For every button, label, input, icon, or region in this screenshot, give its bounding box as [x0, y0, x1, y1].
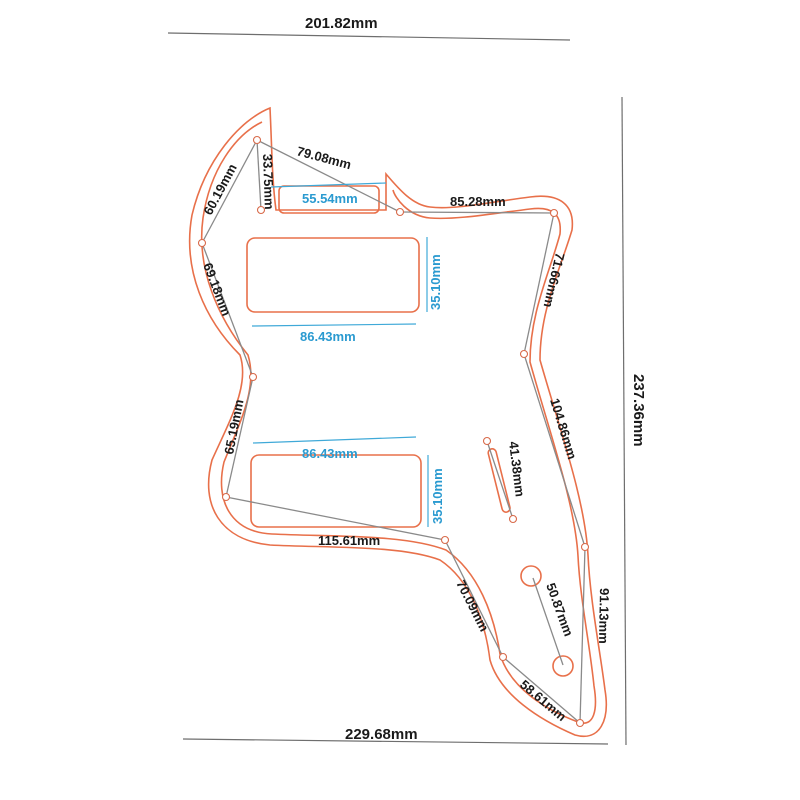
edge-label-9: 115.61mm	[318, 533, 380, 548]
screw-hole	[248, 372, 258, 382]
screw-hole	[256, 205, 266, 215]
screw-hole	[580, 542, 590, 552]
slot-width-line	[270, 182, 387, 188]
edge-line-7	[225, 376, 254, 498]
height-line	[621, 96, 627, 746]
overall-dimensions: 201.82mm 229.68mm 237.36mm	[167, 15, 647, 746]
edge-measurement-lines	[201, 139, 586, 724]
inner-labels: 55.54mm 86.43mm 35.10mm 86.43mm 35.10mm …	[300, 191, 576, 638]
edge-label-10: 70.09mm	[453, 578, 492, 634]
edge-line-9	[225, 496, 446, 541]
edge-label-8: 104.86mm	[547, 396, 580, 461]
edge-label-5: 69.18mm	[200, 261, 234, 318]
switch-slot	[487, 448, 511, 513]
edge-line-1	[256, 139, 262, 211]
pickup-dimension-lines	[251, 182, 429, 527]
switch-slot-label: 41.38mm	[506, 441, 528, 498]
edge-line-4	[399, 211, 555, 214]
edge-line-12	[502, 656, 581, 724]
screw-hole	[395, 207, 405, 217]
control-knob-hole-2	[552, 655, 574, 677]
screw-hole	[482, 436, 492, 446]
screw-hole	[197, 238, 207, 248]
switch-line	[486, 440, 514, 520]
edge-label-7: 65.19mm	[221, 398, 246, 455]
pickup1-width-line	[251, 323, 417, 327]
pickup1-width-label: 86.43mm	[300, 329, 356, 344]
height-label: 237.36mm	[630, 374, 647, 447]
edge-label-2: 79.08mm	[295, 143, 353, 172]
screw-hole	[549, 208, 559, 218]
screw-hole	[575, 718, 585, 728]
pickguard-outline	[188, 106, 607, 738]
screw-hole	[498, 652, 508, 662]
screw-holes	[197, 135, 590, 728]
edge-line-2	[256, 139, 401, 213]
pickup2-width-line	[252, 436, 417, 444]
edge-label-1: 33.75mm	[260, 154, 277, 210]
bottom-width-label: 229.68mm	[345, 726, 418, 743]
edge-label-4: 85.28mm	[450, 194, 506, 209]
outer-outline	[188, 106, 607, 738]
edge-line-10	[444, 539, 504, 658]
slot-width-label: 55.54mm	[302, 191, 358, 206]
edge-label-11: 91.13mm	[596, 588, 612, 644]
top-width-label: 201.82mm	[305, 15, 378, 32]
pickup-cavity-2	[250, 454, 422, 528]
edge-line-5	[201, 242, 254, 378]
controls-line	[532, 577, 564, 666]
edge-line-8	[523, 353, 586, 548]
screw-hole	[221, 492, 231, 502]
edge-line-3	[201, 139, 258, 244]
edge-line-11	[579, 546, 586, 724]
screw-hole	[508, 514, 518, 524]
edge-label-12: 58.61mm	[517, 677, 569, 724]
bottom-width-line	[182, 738, 609, 745]
pickup2-height-label: 35.10mm	[430, 468, 445, 524]
inner-outline	[200, 121, 597, 724]
pickup1-height-label: 35.10mm	[428, 254, 443, 310]
neck-slot	[278, 185, 380, 214]
edge-line-6	[523, 212, 555, 355]
screw-hole	[252, 135, 262, 145]
screw-hole	[440, 535, 450, 545]
controls-label: 50.87mm	[543, 581, 576, 638]
screw-hole	[519, 349, 529, 359]
pickup-cavity-1	[246, 237, 420, 313]
pickup2-width-label: 86.43mm	[302, 446, 358, 461]
top-width-line	[167, 32, 571, 41]
control-knob-hole-1	[520, 565, 542, 587]
